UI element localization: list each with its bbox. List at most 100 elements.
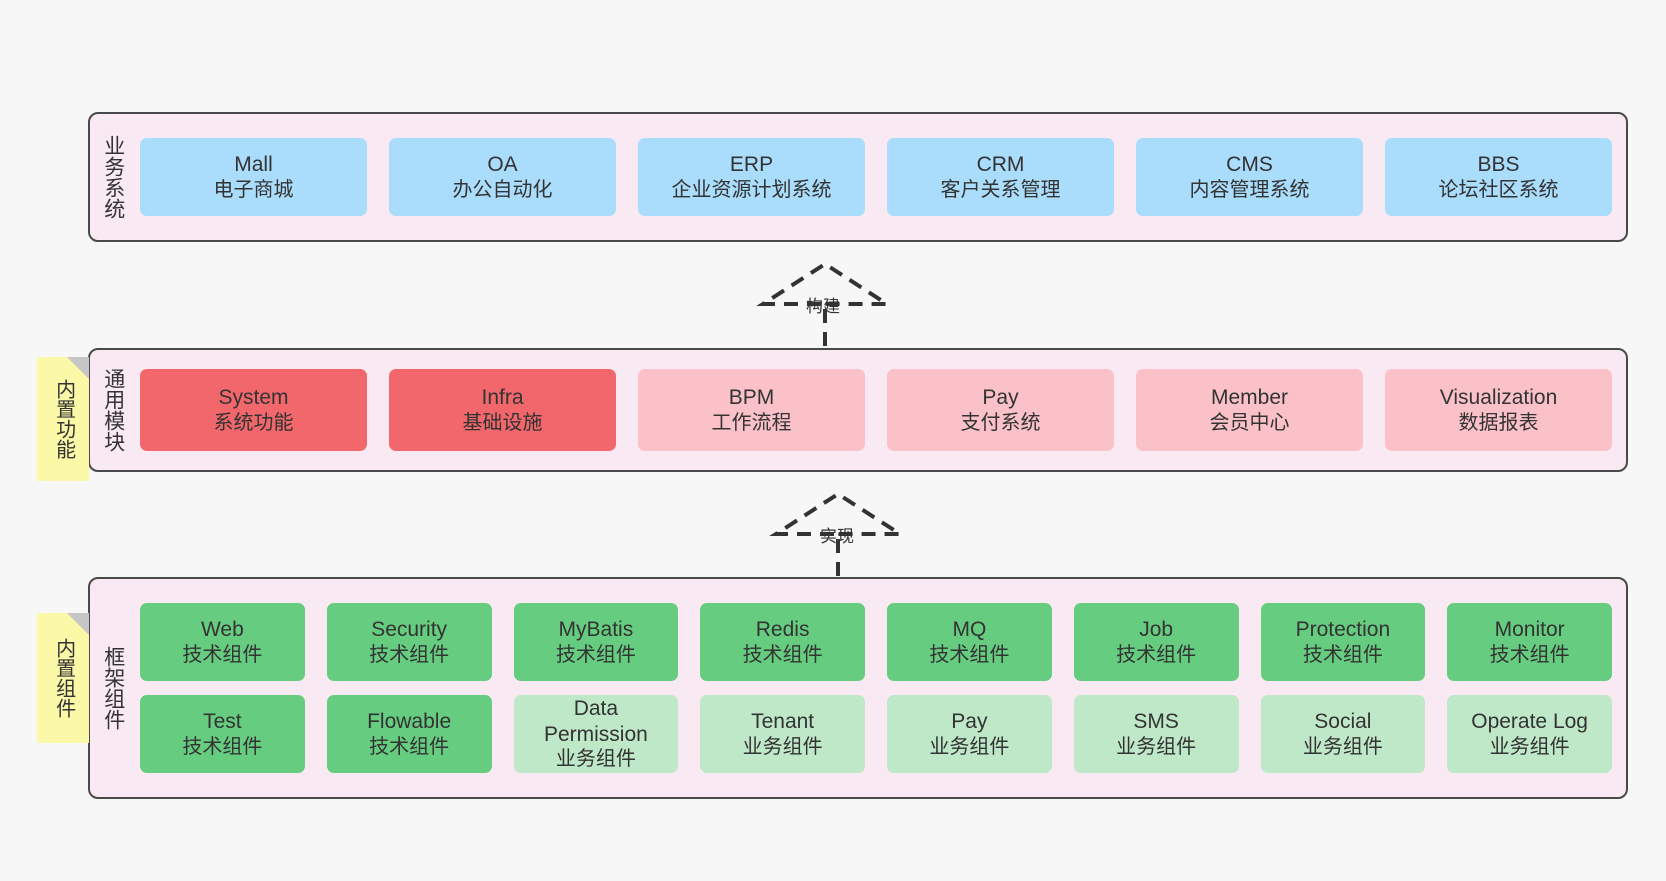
node-title: Infra	[481, 386, 524, 409]
node-subtitle: 客户关系管理	[940, 178, 1061, 201]
connector-implement-label: 实现	[820, 527, 854, 546]
layer-body-framework-component: Web 技术组件 Security 技术组件 MyBatis 技术组件 Redi…	[136, 579, 1626, 797]
node-subtitle: 业务组件	[555, 748, 636, 771]
node-mq[interactable]: MQ 技术组件	[887, 603, 1052, 681]
node-web[interactable]: Web 技术组件	[140, 603, 305, 681]
node-subtitle: 业务组件	[1302, 735, 1383, 758]
sticky-note-builtin-feature: 内置功能	[37, 357, 89, 481]
node-security[interactable]: Security 技术组件	[326, 603, 492, 681]
sticky-note-text: 内置功能	[52, 379, 75, 459]
node-subtitle: 技术组件	[929, 643, 1010, 666]
node-title: SMS	[1133, 710, 1179, 733]
node-job[interactable]: Job 技术组件	[1073, 603, 1239, 681]
node-pay-component[interactable]: Pay 业务组件	[887, 695, 1052, 773]
node-subtitle: 工作流程	[711, 411, 792, 434]
node-crm[interactable]: CRM 客户关系管理	[887, 138, 1114, 216]
node-subtitle: 办公自动化	[452, 178, 553, 201]
node-redis[interactable]: Redis 技术组件	[700, 603, 865, 681]
node-bbs[interactable]: BBS 论坛社区系统	[1385, 138, 1612, 216]
node-subtitle: 业务组件	[929, 735, 1010, 758]
node-title: Job	[1139, 618, 1174, 641]
node-oa[interactable]: OA 办公自动化	[389, 138, 616, 216]
node-subtitle: 技术组件	[555, 643, 636, 666]
layer-common-module: 通用模块 System 系统功能 Infra 基础设施 BPM 工作流程 Pay…	[88, 348, 1628, 472]
node-title: Monitor	[1494, 618, 1565, 641]
node-bpm[interactable]: BPM 工作流程	[638, 369, 865, 451]
connector-build-arrow	[756, 261, 894, 346]
node-test[interactable]: Test 技术组件	[140, 695, 305, 773]
node-subtitle: 电子商城	[213, 178, 294, 201]
note-fold-icon	[67, 613, 89, 635]
node-title: BPM	[728, 386, 775, 409]
node-subtitle: 技术组件	[1489, 643, 1570, 666]
node-title: System	[218, 386, 289, 409]
layer-business-system: 业务系统 Mall 电子商城 OA 办公自动化 ERP 企业资源计划系统 CRM…	[88, 112, 1628, 242]
layer-label-common-module: 通用模块	[101, 368, 125, 452]
node-subtitle: 技术组件	[182, 735, 263, 758]
node-monitor[interactable]: Monitor 技术组件	[1447, 603, 1612, 681]
layer-label-business-system: 业务系统	[101, 135, 125, 219]
node-subtitle: 系统功能	[213, 411, 294, 434]
node-cms[interactable]: CMS 内容管理系统	[1136, 138, 1363, 216]
node-title: Member	[1210, 386, 1289, 409]
node-subtitle: 支付系统	[960, 411, 1041, 434]
node-infra[interactable]: Infra 基础设施	[389, 369, 616, 451]
node-sms[interactable]: SMS 业务组件	[1073, 695, 1239, 773]
node-subtitle: 基础设施	[462, 411, 543, 434]
node-social[interactable]: Social 业务组件	[1260, 695, 1426, 773]
node-subtitle: 内容管理系统	[1189, 178, 1310, 201]
layer-label-framework-component: 框架组件	[101, 646, 125, 730]
node-title: CMS	[1226, 153, 1273, 176]
node-protection[interactable]: Protection 技术组件	[1260, 603, 1426, 681]
node-title: Test	[203, 710, 242, 733]
layer-framework-component: 框架组件 Web 技术组件 Security 技术组件 MyBatis 技术组件…	[88, 577, 1628, 799]
node-title: BBS	[1477, 153, 1520, 176]
node-subtitle: 技术组件	[369, 643, 450, 666]
sticky-note-builtin-component: 内置组件	[37, 613, 89, 743]
node-flowable[interactable]: Flowable 技术组件	[326, 695, 492, 773]
node-title: Operate Log	[1471, 710, 1588, 733]
layer-body-common-module: System 系统功能 Infra 基础设施 BPM 工作流程 Pay 支付系统…	[136, 350, 1626, 470]
node-title: Pay	[982, 386, 1019, 409]
node-mybatis[interactable]: MyBatis 技术组件	[513, 603, 679, 681]
node-data-permission[interactable]: Data Permission 业务组件	[513, 695, 679, 773]
node-title: Pay	[951, 710, 988, 733]
node-mall[interactable]: Mall 电子商城	[140, 138, 367, 216]
node-title: OA	[487, 153, 518, 176]
node-title: MQ	[952, 618, 987, 641]
note-fold-icon	[67, 357, 89, 379]
node-visualization[interactable]: Visualization 数据报表	[1385, 369, 1612, 451]
node-subtitle: 业务组件	[742, 735, 823, 758]
connector-implement-arrow	[769, 491, 907, 576]
node-system[interactable]: System 系统功能	[140, 369, 367, 451]
node-erp[interactable]: ERP 企业资源计划系统	[638, 138, 865, 216]
row-business-systems: Mall 电子商城 OA 办公自动化 ERP 企业资源计划系统 CRM 客户关系…	[140, 138, 1612, 216]
node-title: Web	[200, 618, 244, 641]
node-tenant[interactable]: Tenant 业务组件	[700, 695, 865, 773]
node-subtitle: 技术组件	[369, 735, 450, 758]
node-title: Redis	[755, 618, 810, 641]
node-subtitle: 技术组件	[1116, 643, 1197, 666]
node-title: MyBatis	[558, 618, 634, 641]
row-common-modules: System 系统功能 Infra 基础设施 BPM 工作流程 Pay 支付系统…	[140, 369, 1612, 451]
node-pay-module[interactable]: Pay 支付系统	[887, 369, 1114, 451]
connector-build-label: 构建	[806, 297, 840, 316]
node-title: Protection	[1295, 618, 1391, 641]
node-subtitle: 技术组件	[742, 643, 823, 666]
node-operate-log[interactable]: Operate Log 业务组件	[1447, 695, 1612, 773]
row-business-components: Test 技术组件 Flowable 技术组件 Data Permission …	[140, 695, 1612, 773]
node-title: Data Permission	[543, 697, 648, 746]
node-title: Social	[1314, 710, 1372, 733]
node-subtitle: 技术组件	[182, 643, 263, 666]
layer-body-business-system: Mall 电子商城 OA 办公自动化 ERP 企业资源计划系统 CRM 客户关系…	[136, 114, 1626, 240]
sticky-note-text: 内置组件	[52, 638, 75, 718]
row-tech-components: Web 技术组件 Security 技术组件 MyBatis 技术组件 Redi…	[140, 603, 1612, 681]
node-title: Mall	[234, 153, 273, 176]
node-subtitle: 技术组件	[1302, 643, 1383, 666]
node-subtitle: 会员中心	[1209, 411, 1290, 434]
node-title: Tenant	[751, 710, 815, 733]
node-subtitle: 数据报表	[1458, 411, 1539, 434]
node-member[interactable]: Member 会员中心	[1136, 369, 1363, 451]
node-subtitle: 业务组件	[1489, 735, 1570, 758]
